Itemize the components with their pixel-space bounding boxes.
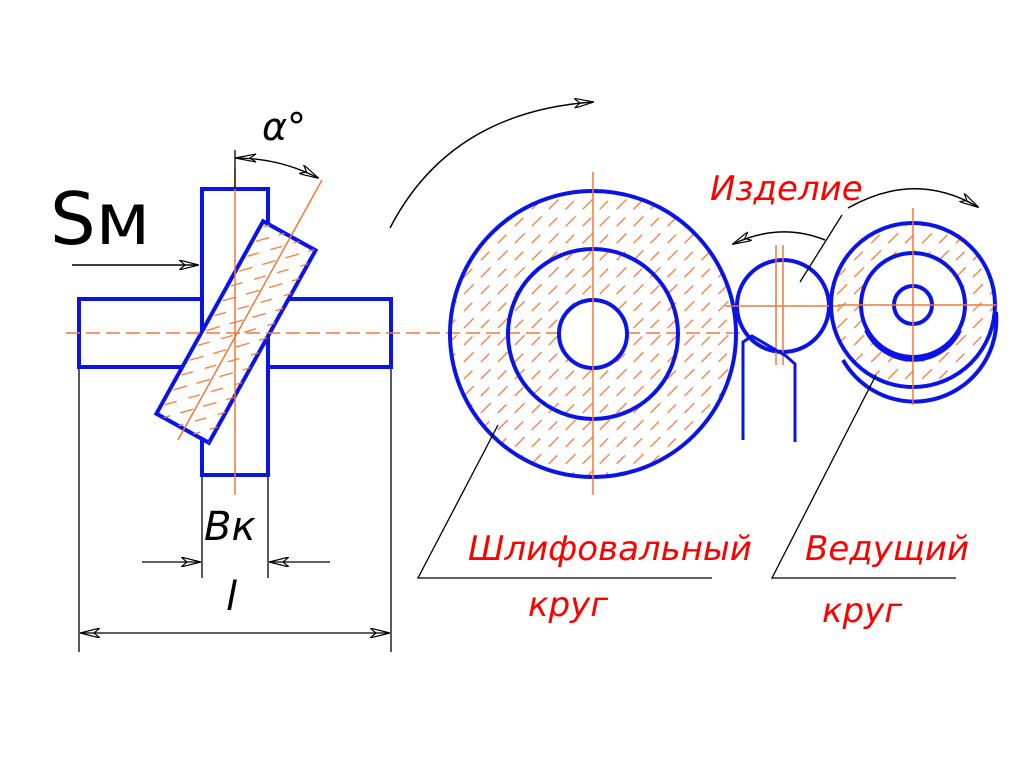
grinding-rotation-arrow [389, 102, 593, 229]
grinding-label-line1: Шлифовальный [468, 529, 752, 569]
workpiece-circle [725, 245, 840, 365]
inclined-wheel [153, 218, 319, 446]
driving-label-line1: Ведущий [805, 529, 969, 569]
driving-leader [770, 374, 956, 579]
bk-label: Вк [204, 504, 256, 550]
angle-arrowhead-left [234, 153, 257, 163]
grinding-label-line2: круг [528, 585, 609, 625]
feed-label: Sм [50, 177, 150, 261]
grinding-leader [416, 424, 712, 579]
left-view: α° Sм Вк l [50, 105, 740, 652]
l-label: l [226, 574, 237, 620]
angle-arc [234, 157, 318, 178]
angle-label: α° [262, 105, 306, 149]
workpiece-leader [799, 214, 843, 283]
inclined-axis [177, 179, 323, 441]
driving-label-line2: круг [822, 591, 903, 631]
workpiece-rotation-arrow [733, 231, 826, 244]
driving-wheel [829, 208, 999, 405]
grinding-wheel [448, 172, 738, 495]
support-knife [741, 334, 797, 442]
workpiece-label: Изделие [710, 169, 863, 209]
driving-rotation-arrow [847, 188, 978, 209]
